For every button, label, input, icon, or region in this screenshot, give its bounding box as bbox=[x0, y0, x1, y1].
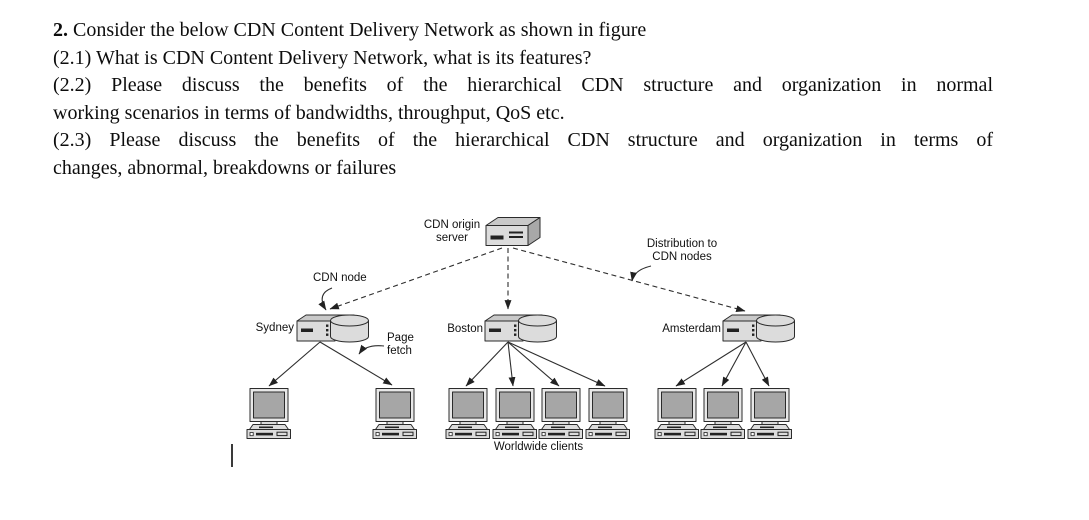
question-line-1: 2. Consider the below CDN Content Delive… bbox=[53, 17, 993, 45]
distribution-label-line2: CDN nodes bbox=[652, 251, 712, 263]
client-computer-icon bbox=[538, 388, 584, 440]
arrow-amsterdam-client-3 bbox=[745, 341, 770, 387]
page-fetch-arrows-amsterdam bbox=[675, 341, 770, 387]
client-computer-icon bbox=[445, 388, 491, 440]
link-origin-to-sydney bbox=[329, 247, 503, 310]
node-label-boston: Boston bbox=[447, 323, 483, 335]
question-line-4-text: working scenarios in terms of bandwidths… bbox=[53, 101, 565, 124]
arrow-sydney-client-2 bbox=[319, 341, 393, 386]
question-line-5: (2.3) Please discuss the benefits of the… bbox=[53, 127, 993, 155]
question-line-2: (2.1) What is CDN Content Delivery Netwo… bbox=[53, 45, 993, 73]
node-label-amsterdam: Amsterdam bbox=[662, 323, 721, 335]
cdn-node-icon-boston bbox=[484, 314, 557, 343]
arrow-amsterdam-client-1 bbox=[675, 341, 747, 387]
arrow-boston-client-2 bbox=[507, 341, 516, 387]
text-cursor bbox=[231, 444, 233, 467]
arrow-sydney-client-1 bbox=[268, 341, 321, 387]
distribution-links bbox=[329, 247, 746, 313]
clients-boston bbox=[445, 388, 631, 440]
page-fetch-arrows-sydney bbox=[268, 341, 393, 387]
question-line-4: working scenarios in terms of bandwidths… bbox=[53, 100, 993, 128]
arrow-boston-client-4 bbox=[507, 341, 606, 387]
arrow-amsterdam-client-2 bbox=[721, 341, 747, 387]
callout-arrows bbox=[318, 265, 652, 355]
page-fetch-label-line1: Page bbox=[387, 332, 414, 344]
client-computer-icon bbox=[700, 388, 746, 440]
question-line-2-text: (2.1) What is CDN Content Delivery Netwo… bbox=[53, 46, 592, 69]
distribution-label-line1: Distribution to bbox=[646, 238, 718, 250]
page-fetch-arrows-boston bbox=[465, 341, 606, 387]
client-computer-icon bbox=[372, 388, 418, 440]
page-fetch-label: Page fetch bbox=[387, 332, 414, 358]
question-number: 2. bbox=[53, 19, 68, 41]
question-line-3: (2.2) Please discuss the benefits of the… bbox=[53, 72, 993, 100]
distribution-label: Distribution to CDN nodes bbox=[636, 238, 728, 264]
distribution-callout-arrow-icon bbox=[630, 265, 652, 282]
origin-server-icon bbox=[485, 217, 541, 246]
arrow-boston-client-1 bbox=[465, 341, 509, 387]
question-line-6: changes, abnormal, breakdowns or failure… bbox=[53, 155, 993, 183]
origin-server-label-line1: CDN origin bbox=[423, 219, 481, 231]
arrow-boston-client-3 bbox=[507, 341, 560, 387]
cdn-node-icon-amsterdam bbox=[722, 314, 795, 343]
question-text: 2. Consider the below CDN Content Delive… bbox=[53, 17, 993, 183]
worldwide-clients-label: Worldwide clients bbox=[493, 441, 584, 453]
clients-amsterdam bbox=[654, 388, 793, 440]
client-computer-icon bbox=[585, 388, 631, 440]
origin-server-label-line2: server bbox=[436, 232, 468, 244]
question-line-6-text: changes, abnormal, breakdowns or failure… bbox=[53, 156, 397, 179]
link-origin-to-amsterdam bbox=[512, 247, 746, 313]
client-computer-icon bbox=[654, 388, 700, 440]
page-fetch-label-line2: fetch bbox=[387, 345, 412, 357]
client-computer-icon bbox=[747, 388, 793, 440]
question-line-1-text: Consider the below CDN Content Delivery … bbox=[68, 19, 647, 41]
client-computer-icon bbox=[492, 388, 538, 440]
page-fetch-callout-arrow-icon bbox=[358, 344, 385, 355]
cdn-node-icon-sydney bbox=[296, 314, 369, 343]
question-line-3-text: (2.2) Please discuss the benefits of the… bbox=[53, 74, 993, 97]
clients-sydney bbox=[246, 388, 418, 440]
cdn-node-callout-arrow-icon bbox=[318, 287, 333, 311]
client-computer-icon bbox=[246, 388, 292, 440]
node-label-sydney: Sydney bbox=[255, 322, 294, 334]
origin-server-label: CDN origin server bbox=[419, 219, 485, 245]
question-line-5-text: (2.3) Please discuss the benefits of the… bbox=[53, 129, 993, 152]
cdn-node-label: CDN node bbox=[313, 272, 367, 284]
